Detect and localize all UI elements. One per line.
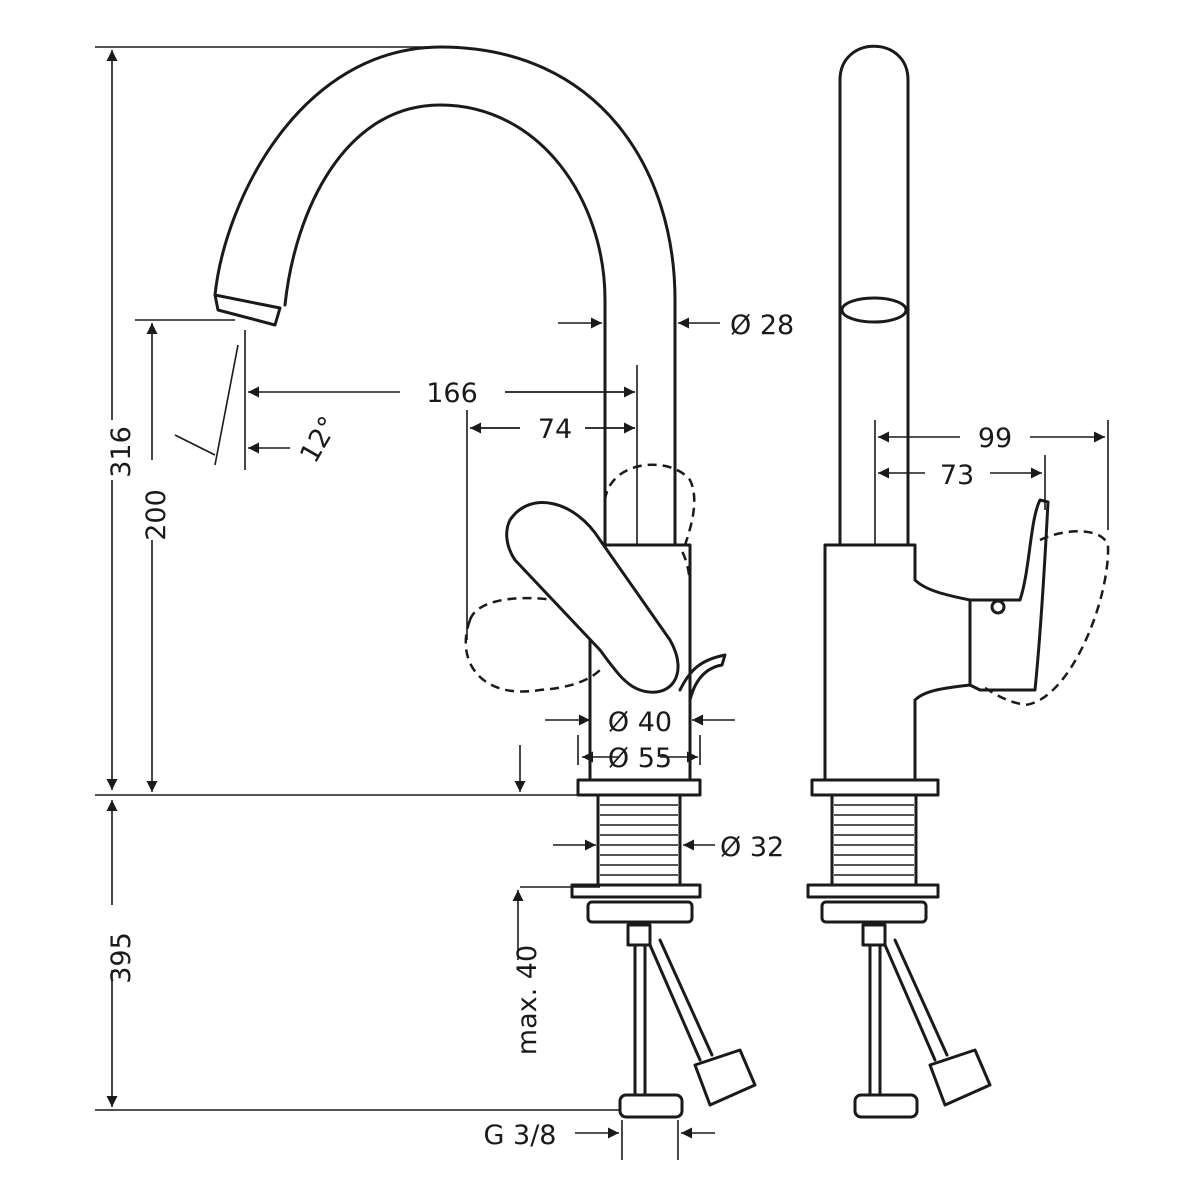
lever-99-label: 99 xyxy=(978,423,1012,454)
reach-166-label: 166 xyxy=(426,378,478,409)
spout-diameter-label: Ø 28 xyxy=(730,310,794,341)
base-plate xyxy=(576,778,702,797)
body-diameter-label: Ø 40 xyxy=(608,707,672,738)
reach-74-label: 74 xyxy=(538,414,572,445)
dimension-lines xyxy=(95,47,1109,1160)
height-below-label: 395 xyxy=(106,932,137,984)
nut xyxy=(586,900,694,924)
shank-diameter-label: Ø 32 xyxy=(720,832,784,863)
spout xyxy=(213,45,677,547)
side-body xyxy=(823,543,972,782)
lever-73-label: 73 xyxy=(940,460,974,491)
base-diameter-label: Ø 55 xyxy=(608,743,672,774)
side-spout xyxy=(838,44,910,547)
front-view xyxy=(213,45,757,1119)
threaded-shank xyxy=(596,793,682,887)
height-spout-label: 200 xyxy=(141,489,172,541)
connection-label: G 3/8 xyxy=(484,1120,557,1151)
angle-label: 12° xyxy=(294,411,345,468)
max-thickness-label: max. 40 xyxy=(512,945,543,1055)
height-total-label: 316 xyxy=(106,426,137,478)
lever xyxy=(505,501,680,694)
side-view xyxy=(806,44,1110,1119)
